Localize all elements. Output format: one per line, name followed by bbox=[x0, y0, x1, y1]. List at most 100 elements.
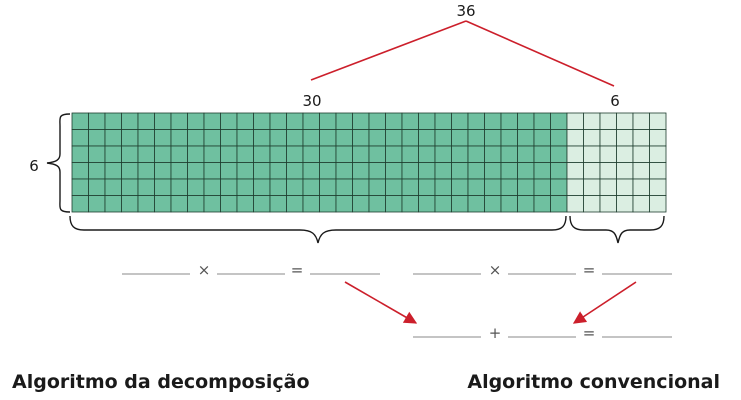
tens-unit-square bbox=[418, 195, 436, 213]
sum-equation: + = bbox=[413, 324, 672, 342]
tens-unit-square bbox=[418, 112, 436, 130]
units-unit-square bbox=[599, 129, 617, 147]
tens-unit-square bbox=[467, 112, 485, 130]
tens-unit-square bbox=[418, 162, 436, 180]
tens-unit-square bbox=[269, 145, 287, 163]
tens-unit-square bbox=[88, 178, 106, 196]
tens-unit-square bbox=[104, 129, 122, 147]
tens-unit-square bbox=[517, 178, 535, 196]
caption-conventional: Algoritmo convencional bbox=[467, 371, 720, 393]
times-sign-left: × bbox=[198, 261, 211, 279]
units-unit-square bbox=[599, 162, 617, 180]
tens-unit-square bbox=[467, 162, 485, 180]
tens-unit-square bbox=[385, 162, 403, 180]
tens-unit-square bbox=[500, 178, 518, 196]
tens-unit-square bbox=[302, 162, 320, 180]
units-unit-square bbox=[616, 145, 634, 163]
tens-unit-square bbox=[220, 145, 238, 163]
units-unit-square bbox=[649, 112, 667, 130]
tens-unit-square bbox=[170, 195, 188, 213]
tens-unit-square bbox=[352, 178, 370, 196]
tens-unit-square bbox=[137, 112, 155, 130]
tens-unit-square bbox=[236, 195, 254, 213]
tens-unit-square bbox=[500, 145, 518, 163]
units-equation: × = bbox=[413, 261, 672, 279]
tens-unit-square bbox=[319, 129, 337, 147]
tens-unit-square bbox=[121, 112, 139, 130]
tens-unit-square bbox=[434, 129, 452, 147]
tens-unit-square bbox=[236, 112, 254, 130]
tens-unit-square bbox=[121, 195, 139, 213]
tens-unit-square bbox=[236, 178, 254, 196]
tens-unit-square bbox=[517, 129, 535, 147]
plus-sign: + bbox=[489, 324, 502, 342]
units-unit-square bbox=[583, 178, 601, 196]
tens-unit-square bbox=[220, 162, 238, 180]
tens-unit-square bbox=[253, 178, 271, 196]
tens-unit-square bbox=[187, 178, 205, 196]
tens-unit-square bbox=[88, 129, 106, 147]
units-unit-square bbox=[616, 178, 634, 196]
units-unit-square bbox=[566, 145, 584, 163]
units-label: 6 bbox=[610, 92, 620, 110]
tens-unit-square bbox=[71, 129, 89, 147]
units-unit-square bbox=[649, 195, 667, 213]
tens-unit-square bbox=[401, 112, 419, 130]
tens-unit-square bbox=[368, 178, 386, 196]
tens-unit-square bbox=[236, 145, 254, 163]
tens-unit-square bbox=[220, 112, 238, 130]
tens-unit-square bbox=[203, 178, 221, 196]
tens-label: 30 bbox=[302, 92, 321, 110]
tens-unit-square bbox=[269, 112, 287, 130]
tens-unit-square bbox=[71, 178, 89, 196]
tens-unit-square bbox=[335, 129, 353, 147]
units-unit-square bbox=[599, 112, 617, 130]
tens-unit-square bbox=[451, 112, 469, 130]
tens-unit-square bbox=[253, 145, 271, 163]
tens-unit-square bbox=[104, 195, 122, 213]
tens-unit-square bbox=[550, 162, 568, 180]
units-unit-square bbox=[632, 129, 650, 147]
units-unit-square bbox=[566, 178, 584, 196]
tens-unit-square bbox=[533, 162, 551, 180]
tens-unit-square bbox=[71, 112, 89, 130]
tens-unit-square bbox=[451, 129, 469, 147]
tens-unit-square bbox=[467, 145, 485, 163]
tens-unit-square bbox=[484, 145, 502, 163]
tens-unit-square bbox=[550, 195, 568, 213]
tens-unit-square bbox=[121, 162, 139, 180]
tens-unit-square bbox=[385, 195, 403, 213]
tens-unit-square bbox=[71, 145, 89, 163]
tens-unit-square bbox=[269, 195, 287, 213]
tens-unit-square bbox=[451, 162, 469, 180]
tens-unit-square bbox=[517, 112, 535, 130]
tens-unit-square bbox=[550, 178, 568, 196]
tens-unit-square bbox=[121, 145, 139, 163]
arrow-left-to-sum bbox=[344, 281, 418, 324]
tens-unit-square bbox=[352, 195, 370, 213]
tens-unit-square bbox=[335, 162, 353, 180]
tens-unit-square bbox=[368, 195, 386, 213]
units-unit-square bbox=[616, 162, 634, 180]
tens-unit-square bbox=[154, 145, 172, 163]
tens-unit-square bbox=[302, 195, 320, 213]
tens-unit-square bbox=[220, 195, 238, 213]
units-unit-square bbox=[616, 112, 634, 130]
tens-unit-square bbox=[385, 129, 403, 147]
units-unit-square bbox=[649, 129, 667, 147]
tens-unit-square bbox=[401, 195, 419, 213]
tens-unit-square bbox=[187, 129, 205, 147]
tens-unit-square bbox=[434, 112, 452, 130]
equals-sign-sum: = bbox=[583, 324, 596, 342]
tens-unit-square bbox=[203, 195, 221, 213]
tens-unit-square bbox=[550, 129, 568, 147]
units-block bbox=[566, 112, 667, 213]
tens-unit-square bbox=[154, 112, 172, 130]
tens-unit-square bbox=[418, 145, 436, 163]
tens-unit-square bbox=[187, 145, 205, 163]
tens-unit-square bbox=[368, 129, 386, 147]
units-unit-square bbox=[632, 145, 650, 163]
tens-unit-square bbox=[121, 178, 139, 196]
tens-unit-square bbox=[368, 162, 386, 180]
tens-unit-square bbox=[137, 178, 155, 196]
